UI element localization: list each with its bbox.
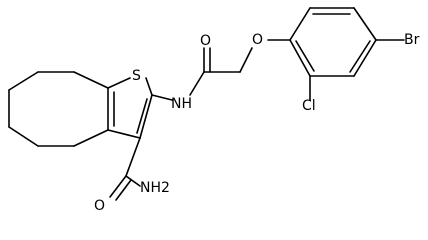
amide-oxygen-label: O [200, 33, 211, 49]
bond [295, 40, 315, 72]
bond [151, 94, 173, 101]
bond [349, 40, 371, 73]
bond [107, 77, 131, 89]
bond [8, 71, 39, 91]
bond [139, 94, 153, 139]
bond [145, 77, 153, 96]
bond [125, 175, 141, 187]
bond [189, 71, 205, 96]
bond [239, 47, 253, 73]
bond [109, 175, 127, 198]
bond [289, 7, 311, 41]
ether-oxygen-label: O [252, 32, 263, 48]
structure-canvas: S NH O O Br Cl NH2 O [8, 7, 420, 214]
nh-atom-label: NH [171, 96, 192, 112]
bond [73, 71, 109, 89]
bond [136, 98, 148, 134]
bond [115, 179, 132, 201]
bond [73, 129, 109, 147]
nh2-atom-label: NH2 [140, 180, 170, 196]
carboxamide-oxygen-label: O [94, 198, 105, 214]
bromine-atom-label: Br [404, 32, 420, 48]
bond [107, 129, 141, 139]
bond [289, 39, 311, 77]
bond [8, 126, 39, 147]
sulfur-atom-label: S [132, 68, 141, 84]
bond [353, 39, 377, 77]
chemical-structure: S NH O O Br Cl NH2 O [8, 7, 420, 214]
chlorine-atom-label: Cl [302, 98, 316, 114]
bond [125, 137, 141, 177]
bond [353, 7, 377, 41]
